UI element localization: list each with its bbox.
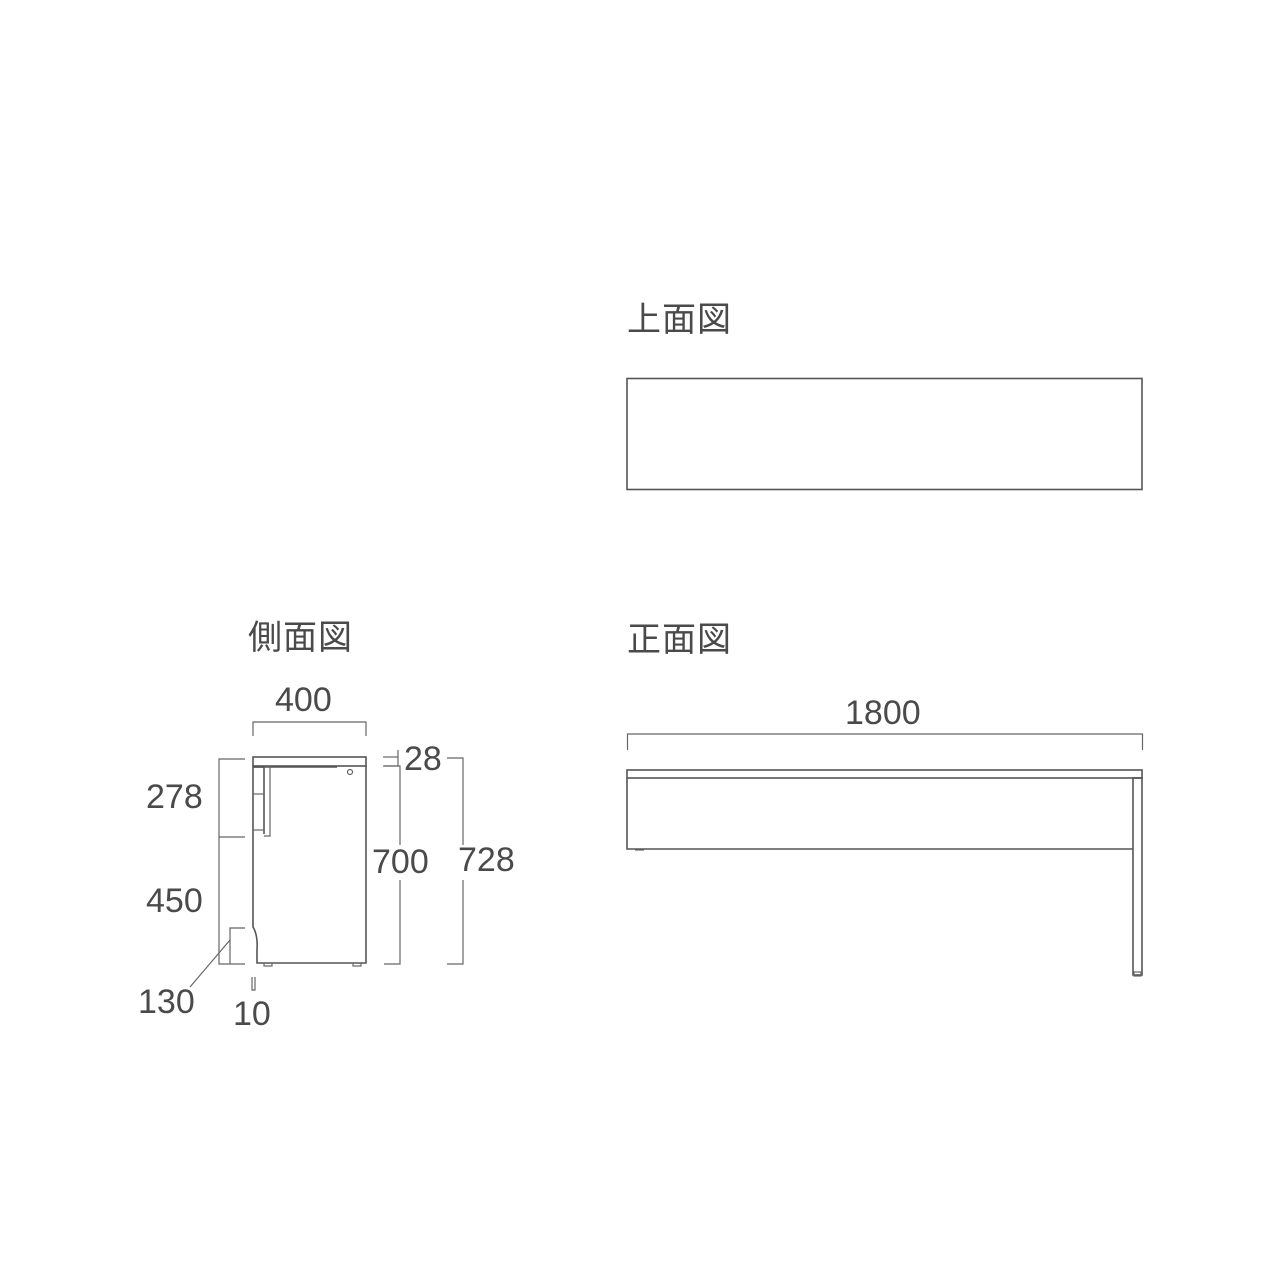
depth-dimension-line [252,721,367,736]
toe-kick-leader [189,939,231,988]
side-view-title: 側面図 [248,618,353,658]
toe-kick-label: 130 [138,983,195,1021]
front-view-title: 正面図 [627,620,732,660]
top-view-title: 上面図 [627,300,732,340]
front-view-drawing [626,733,1144,977]
toe-kick-dimension [229,927,245,964]
side-view-drawing [189,721,464,991]
side-foot-front [263,962,273,967]
side-top-board [252,756,367,767]
total-height-label: 728 [458,841,515,879]
height-728-line-top [447,757,464,845]
foot-label: 10 [233,995,271,1033]
top-thickness-label: 28 [404,740,442,778]
side-body [252,766,367,964]
left-dimension-line [218,758,245,965]
height-700-line-bottom [384,880,401,965]
front-leg-foot [1133,971,1142,977]
front-leg [1132,777,1143,976]
height-700-line-top [384,765,401,845]
lock-icon [346,768,354,776]
height-728-line-bottom [447,880,464,965]
lower-section-label: 450 [146,882,203,920]
body-height-label: 700 [372,843,429,881]
front-apron [626,778,1133,850]
width-label: 1800 [845,694,921,732]
side-drawer-front [253,766,265,834]
top-view-outline [626,377,1143,491]
side-foot-back [352,962,362,967]
foot-dimension [251,977,256,991]
depth-label: 400 [275,681,332,719]
side-drawer-back [264,766,271,837]
upper-section-label: 278 [146,778,203,816]
front-top-board [626,769,1143,779]
width-dimension-line [626,733,1144,750]
